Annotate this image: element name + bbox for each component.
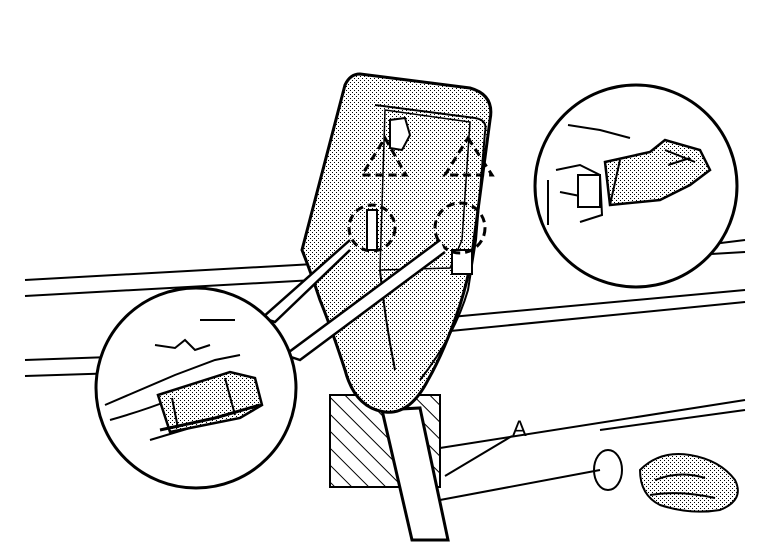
triangle-marker-right xyxy=(442,135,495,177)
circle-marker-left xyxy=(347,203,397,253)
clip-detail-right xyxy=(451,249,473,275)
tool-handle xyxy=(380,406,450,542)
left-detail-view xyxy=(94,286,298,490)
callout-a-leader xyxy=(444,435,513,477)
clip-detail-left xyxy=(366,116,412,251)
blade-inner-edge xyxy=(374,104,487,381)
triangle-marker-left xyxy=(359,135,409,177)
lower-mechanism xyxy=(593,449,739,513)
blade-ridge xyxy=(379,269,396,371)
callout-a-label: A xyxy=(512,416,527,441)
right-detail-view xyxy=(533,83,739,289)
circle-marker-right xyxy=(433,201,487,255)
